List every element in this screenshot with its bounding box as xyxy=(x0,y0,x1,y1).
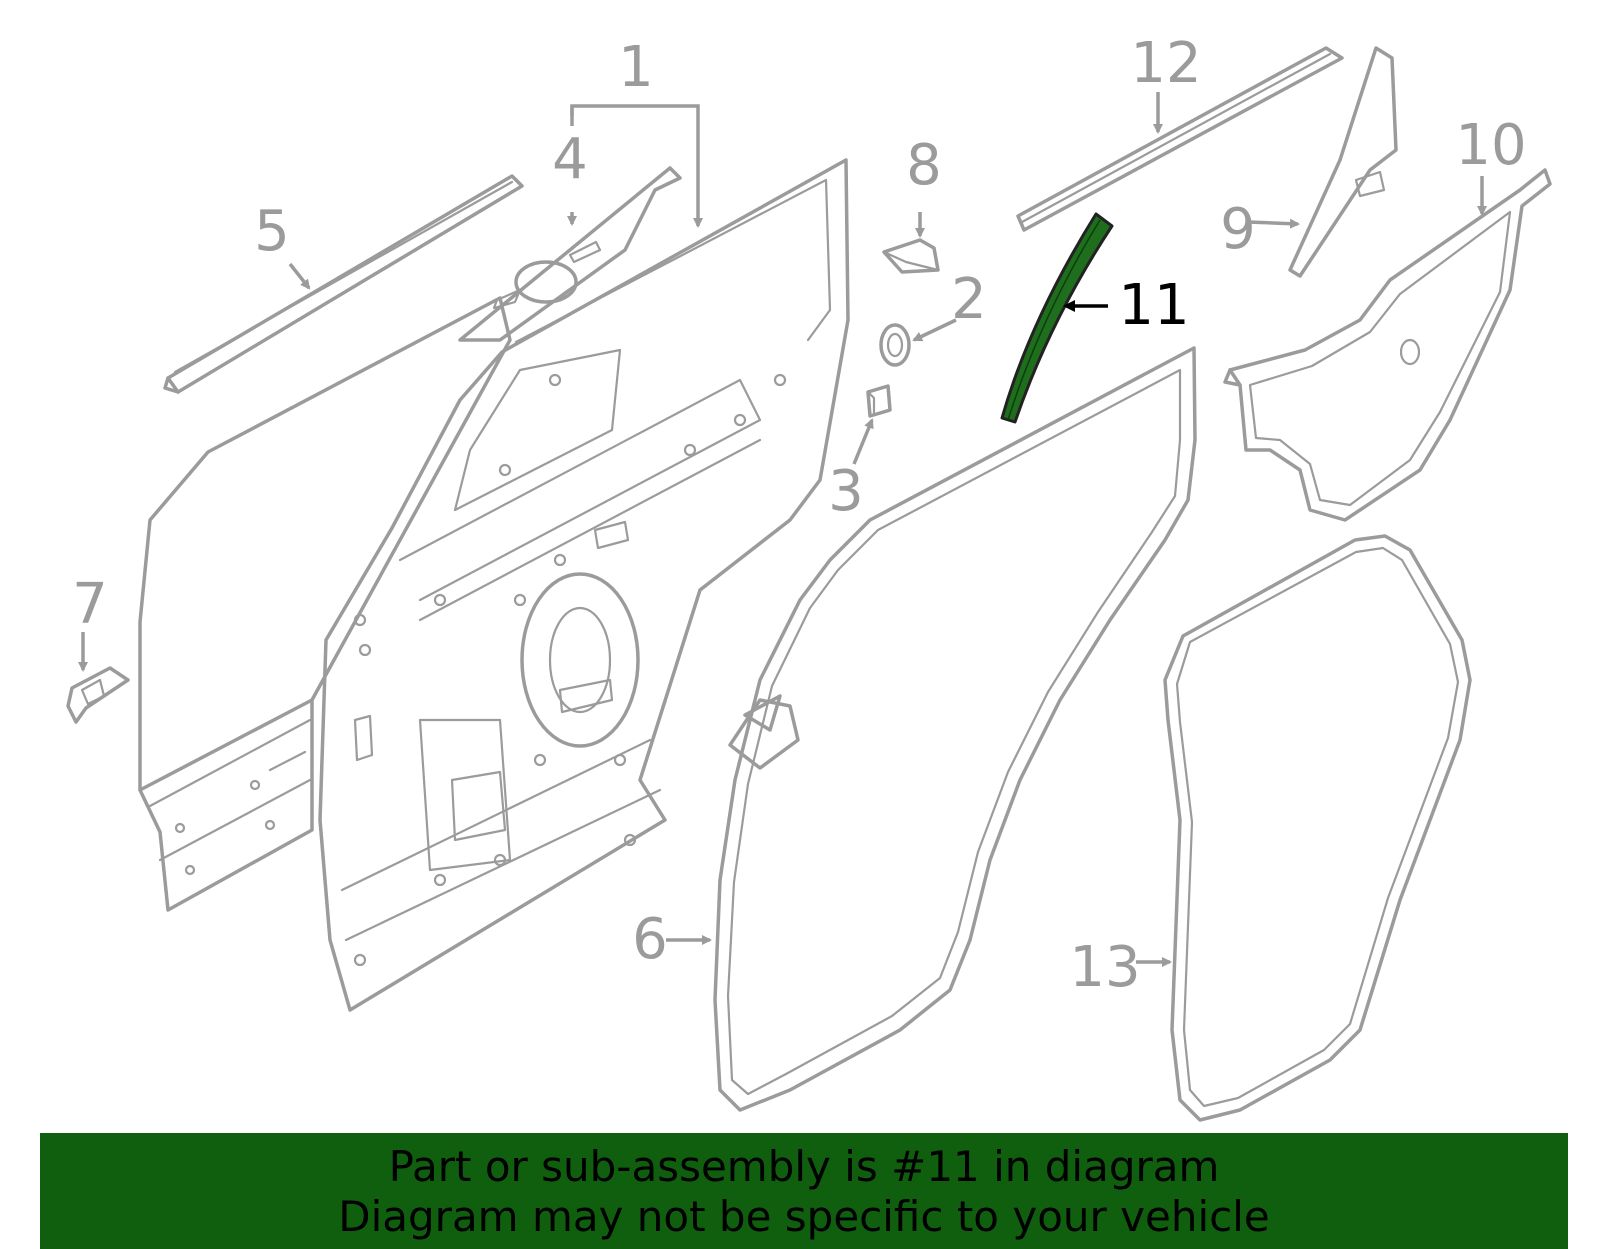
banner-line-1: Part or sub-assembly is #11 in diagram xyxy=(388,1142,1220,1191)
callout-1: 1 xyxy=(618,35,654,100)
door-outer-panel[interactable] xyxy=(138,296,512,912)
callout-11: 11 xyxy=(1118,273,1189,338)
callout-4: 4 xyxy=(552,127,588,192)
part-8-clip[interactable] xyxy=(882,238,940,274)
part-12-outer-belt-molding[interactable] xyxy=(1016,46,1344,232)
part-2-grommet[interactable] xyxy=(879,323,911,367)
part-13-body-weatherstrip[interactable] xyxy=(1163,534,1472,1122)
callout-8: 8 xyxy=(906,133,942,198)
part-10-sealing-screen[interactable] xyxy=(1223,168,1552,522)
banner-line-2: Diagram may not be specific to your vehi… xyxy=(338,1192,1270,1241)
callout-3: 3 xyxy=(828,459,864,524)
leader-lines xyxy=(78,92,1487,967)
part-7-clip[interactable] xyxy=(66,666,130,724)
part-4-trim-panel[interactable] xyxy=(458,166,682,342)
callout-6: 6 xyxy=(632,907,668,972)
callout-13: 13 xyxy=(1069,935,1140,1000)
callout-12: 12 xyxy=(1130,31,1201,96)
callout-2: 2 xyxy=(951,267,987,332)
callout-9: 9 xyxy=(1220,197,1256,262)
callout-5: 5 xyxy=(254,199,290,264)
part-6-weatherstrip[interactable] xyxy=(713,346,1197,1112)
part-5-belt-molding[interactable] xyxy=(163,174,524,394)
part-3-cap[interactable] xyxy=(866,384,892,418)
part-1-door-shell[interactable] xyxy=(318,158,850,1012)
callout-7: 7 xyxy=(72,572,108,637)
part-11-highlighted-run-channel[interactable] xyxy=(1000,212,1114,424)
part-9-garnish[interactable] xyxy=(1288,46,1398,278)
info-banner: Part or sub-assembly is #11 in diagram D… xyxy=(40,1133,1568,1249)
callout-10: 10 xyxy=(1455,113,1526,178)
